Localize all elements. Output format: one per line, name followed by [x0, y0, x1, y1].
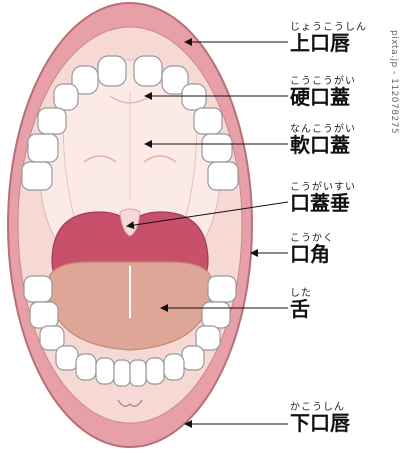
watermark: pixta.jp - 112078275: [389, 30, 399, 135]
label-term: 舌: [290, 297, 310, 321]
label-reading: かこうしん: [290, 402, 345, 413]
label-reading: じょうこうしん: [290, 22, 367, 33]
label-reading: こうこうがい: [290, 76, 356, 87]
label-term: 硬口蓋: [290, 85, 350, 109]
label-hard-palate: こうこうがい 硬口蓋: [290, 72, 356, 107]
upper-teeth: [21, 55, 239, 191]
label-term: 上口唇: [290, 31, 350, 55]
leader-uvula: [126, 201, 289, 230]
label-mouth-corner: こうかく 口角: [290, 229, 334, 264]
label-tongue: した 舌: [290, 284, 312, 319]
label-upper-lip: じょうこうしん 上口唇: [290, 18, 367, 53]
label-reading: こうかく: [290, 233, 334, 244]
label-term: 下口唇: [290, 411, 350, 435]
label-reading: こうがいすい: [290, 182, 356, 193]
label-term: 軟口蓋: [290, 133, 350, 157]
label-lower-lip: かこうしん 下口唇: [290, 398, 350, 433]
lower-lip-crease: [117, 399, 143, 407]
label-uvula: こうがいすい 口蓋垂: [290, 178, 356, 213]
leader-lines: [126, 38, 289, 428]
label-soft-palate: なんこうがい 軟口蓋: [290, 120, 356, 155]
label-term: 口蓋垂: [290, 191, 350, 215]
label-term: 口角: [290, 242, 330, 266]
palate-ridge-left: [83, 155, 117, 163]
lower-teeth: [23, 275, 237, 387]
label-reading: なんこうがい: [290, 124, 356, 135]
palate-ridge-right: [143, 155, 177, 163]
label-reading: した: [290, 288, 312, 299]
